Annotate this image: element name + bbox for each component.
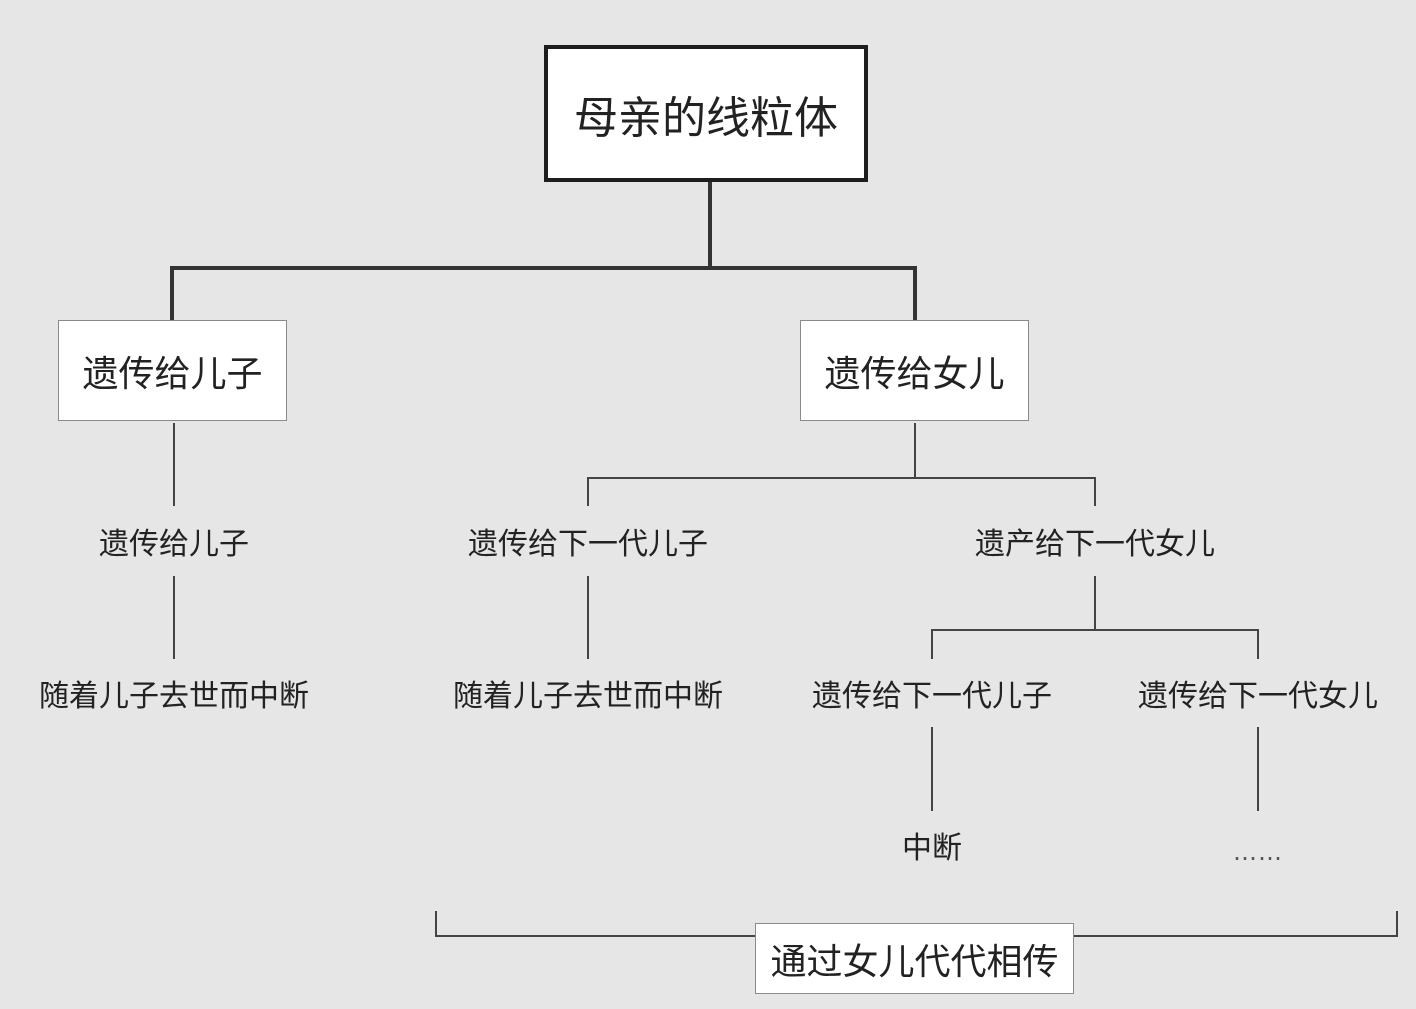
footer-bracket-right — [1072, 911, 1398, 937]
root-node: 母亲的线粒体 — [544, 45, 868, 182]
son-label: 遗传给儿子 — [82, 353, 263, 395]
gen2-son-end-label: 随着儿子去世而中断 — [453, 679, 723, 714]
daughter-label: 遗传给女儿 — [824, 353, 1005, 395]
root-label: 母亲的线粒体 — [574, 92, 838, 144]
gen2-daughter-label: 遗产给下一代女儿 — [975, 527, 1215, 562]
son-next-label: 遗传给儿子 — [99, 527, 249, 562]
daughter-node: 遗传给女儿 — [800, 320, 1029, 421]
gen3-son-label: 遗传给下一代儿子 — [812, 679, 1052, 714]
footer-node: 通过女儿代代相传 — [755, 923, 1074, 994]
footer-label: 通过女儿代代相传 — [770, 941, 1059, 983]
son-end-label: 随着儿子去世而中断 — [39, 679, 309, 714]
gen3-daughter-continuation: …… — [1233, 838, 1283, 866]
gen2-son-label: 遗传给下一代儿子 — [468, 527, 708, 562]
gen3-son-end-label: 中断 — [902, 831, 962, 866]
footer-bracket-left — [435, 911, 758, 937]
son-node: 遗传给儿子 — [58, 320, 287, 421]
gen3-daughter-label: 遗传给下一代女儿 — [1138, 679, 1378, 714]
